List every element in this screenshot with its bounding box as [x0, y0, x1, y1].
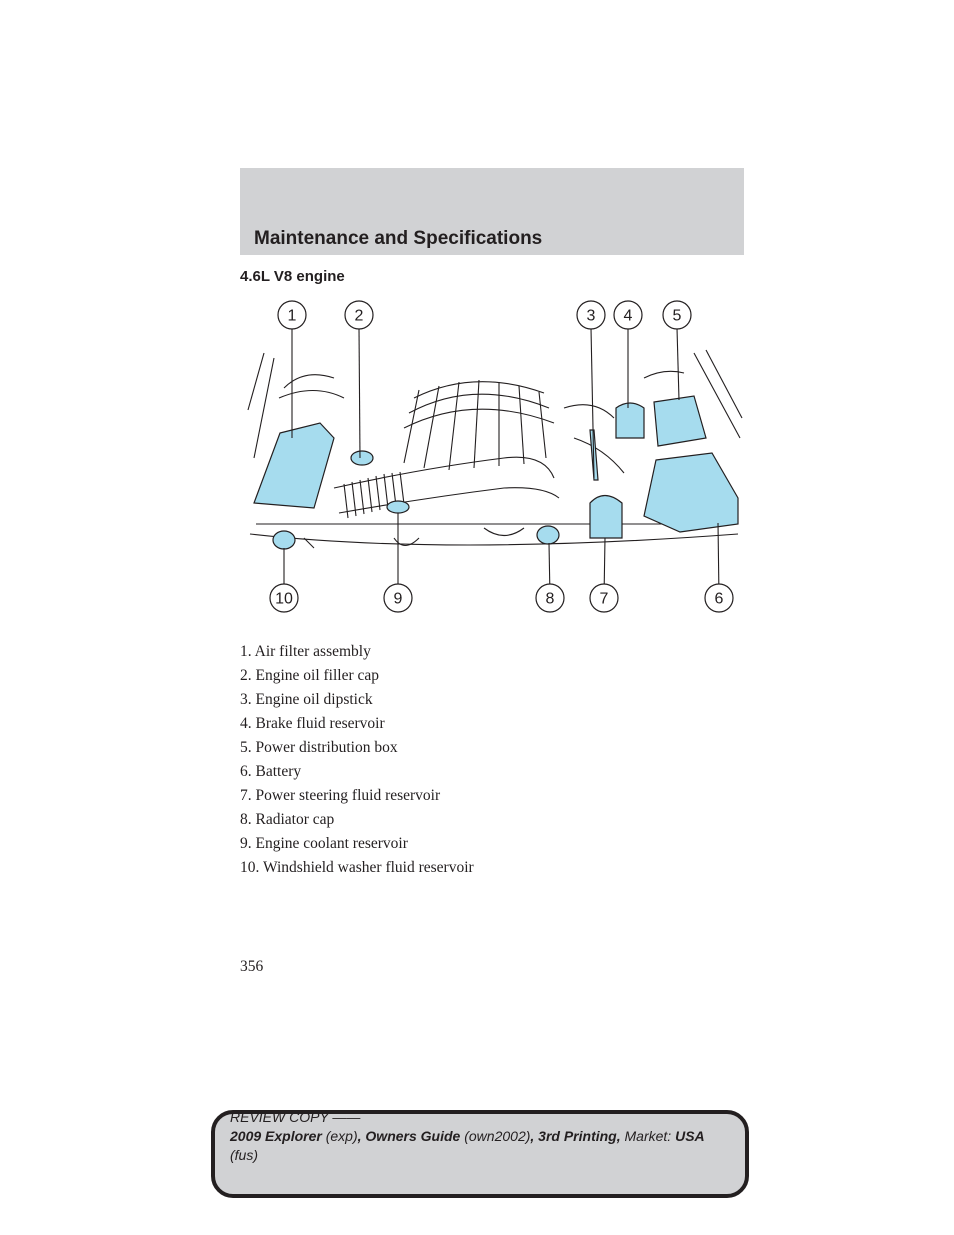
oil-filler-cap-shape: [350, 450, 374, 466]
footer-market: USA: [675, 1128, 705, 1144]
footer-separator-2: ,: [530, 1128, 535, 1144]
callout-number-6: 6: [715, 591, 724, 608]
washer-fluid-reservoir-shape: [272, 530, 296, 550]
legend-item: 5. Power distribution box: [240, 739, 398, 756]
brake-fluid-reservoir-shape: [615, 402, 645, 439]
callout-number-8: 8: [546, 591, 555, 608]
power-steering-reservoir-shape: [589, 494, 623, 539]
callout-number-1: 1: [288, 308, 297, 325]
battery-shape: [643, 452, 739, 533]
legend-item: 1. Air filter assembly: [240, 643, 371, 660]
legend-item: 9. Engine coolant reservoir: [240, 835, 408, 852]
callout-circle-10: [269, 583, 299, 613]
power-distribution-box-shape: [653, 395, 707, 447]
footer-separator-1: ,: [357, 1128, 362, 1144]
callout-circle-6: [704, 583, 734, 613]
callout-circle-5: [662, 300, 692, 330]
callout-circle-9: [383, 583, 413, 613]
callout-circle-2: [344, 300, 374, 330]
footer-market-label: Market:: [624, 1128, 672, 1144]
legend-item: 4. Brake fluid reservoir: [240, 715, 385, 732]
page-number: 356: [240, 958, 264, 975]
callout-circle-1: [277, 300, 307, 330]
callout-circle-7: [589, 583, 619, 613]
footer-market-code: (fus): [230, 1147, 258, 1163]
component-legend: 1. Air filter assembly 2. Engine oil fil…: [240, 640, 740, 880]
callout-circle-8: [535, 583, 565, 613]
footer-text: REVIEW COPY —— 2009 Explorer (exp), Owne…: [230, 1108, 735, 1165]
legend-item: 6. Battery: [240, 763, 302, 780]
engine-outline: [247, 349, 743, 549]
legend-item: 3. Engine oil dipstick: [240, 691, 373, 708]
review-copy-label: REVIEW COPY ——: [230, 1109, 361, 1125]
callout-number-2: 2: [355, 308, 364, 325]
air-filter-assembly-shape: [253, 422, 335, 509]
engine-compartment-figure: 1 2 3 4 5 10 9 8 7 6: [244, 298, 744, 616]
coolant-reservoir-shape: [386, 500, 410, 514]
callout-number-9: 9: [394, 591, 403, 608]
legend-item: 10. Windshield washer fluid reservoir: [240, 859, 474, 876]
callout-circle-3: [576, 300, 606, 330]
callout-number-3: 3: [587, 308, 596, 325]
footer-box: [211, 1110, 749, 1198]
callout-number-10: 10: [275, 591, 293, 608]
leader-lines: [283, 327, 720, 599]
callout-number-7: 7: [600, 591, 609, 608]
figure-heading: 4.6L V8 engine: [240, 268, 345, 285]
footer-guide-code: (own2002): [464, 1128, 531, 1144]
section-header-band: [240, 168, 744, 255]
footer-guide: Owners Guide: [365, 1128, 461, 1144]
radiator-cap-shape: [536, 525, 560, 545]
callout-number-5: 5: [673, 308, 682, 325]
legend-item: 7. Power steering fluid reservoir: [240, 787, 441, 804]
callout-circle-4: [613, 300, 643, 330]
legend-item: 8. Radiator cap: [240, 811, 335, 828]
section-title: Maintenance and Specifications: [254, 228, 543, 249]
footer-model-code: (exp): [325, 1128, 358, 1144]
highlighted-components: [253, 395, 739, 550]
engine-diagram: 1 2 3 4 5 10 9 8 7 6: [247, 300, 743, 613]
footer-model: 2009 Explorer: [230, 1128, 322, 1144]
footer-printing: 3rd Printing,: [538, 1128, 621, 1144]
callout-number-4: 4: [624, 308, 633, 325]
legend-item: 2. Engine oil filler cap: [240, 667, 380, 684]
